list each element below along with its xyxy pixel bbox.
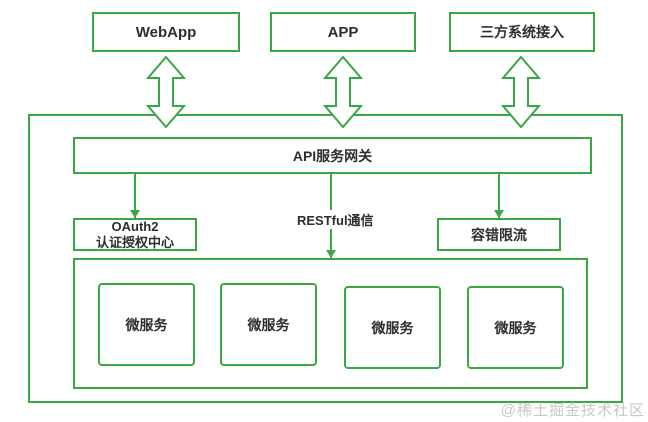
bidirectional-arrow-icon (500, 56, 542, 128)
node-app-label: APP (327, 23, 359, 41)
node-webapp-label: WebApp (135, 23, 197, 41)
node-microservice-3: 微服务 (344, 286, 441, 369)
bidirectional-arrow-icon (145, 56, 187, 128)
node-microservice-3-label: 微服务 (371, 319, 414, 336)
arrow-down-connector-oauth (130, 174, 140, 218)
arrow-down-connector-fault (494, 174, 504, 218)
node-third-party-label: 三方系统接入 (480, 24, 564, 40)
node-fault-tolerance: 容错限流 (437, 218, 561, 251)
node-microservice-2: 微服务 (220, 283, 317, 366)
node-oauth2-line1: OAuth2 (111, 218, 159, 234)
node-oauth2-center: OAuth2 认证授权中心 (73, 218, 197, 251)
microservices-container: 微服务 微服务 微服务 微服务 (73, 258, 588, 389)
node-oauth2-line2: 认证授权中心 (95, 234, 174, 250)
node-microservice-4: 微服务 (467, 286, 564, 369)
bidirectional-arrow-icon (322, 56, 364, 128)
platform-container (28, 114, 623, 403)
node-webapp: WebApp (92, 12, 240, 52)
node-microservice-2-label: 微服务 (247, 316, 290, 333)
node-third-party: 三方系统接入 (449, 12, 595, 52)
node-api-gateway: API服务网关 (73, 137, 592, 174)
node-api-gateway-label: API服务网关 (292, 147, 373, 164)
restful-communication-label: RESTful通信 (294, 210, 377, 229)
node-microservice-1-label: 微服务 (125, 316, 168, 333)
node-microservice-1: 微服务 (98, 283, 195, 366)
node-app: APP (270, 12, 416, 52)
watermark-text: @稀土掘金技术社区 (500, 402, 645, 419)
node-microservice-4-label: 微服务 (494, 319, 537, 336)
node-fault-tolerance-label: 容错限流 (471, 226, 527, 243)
